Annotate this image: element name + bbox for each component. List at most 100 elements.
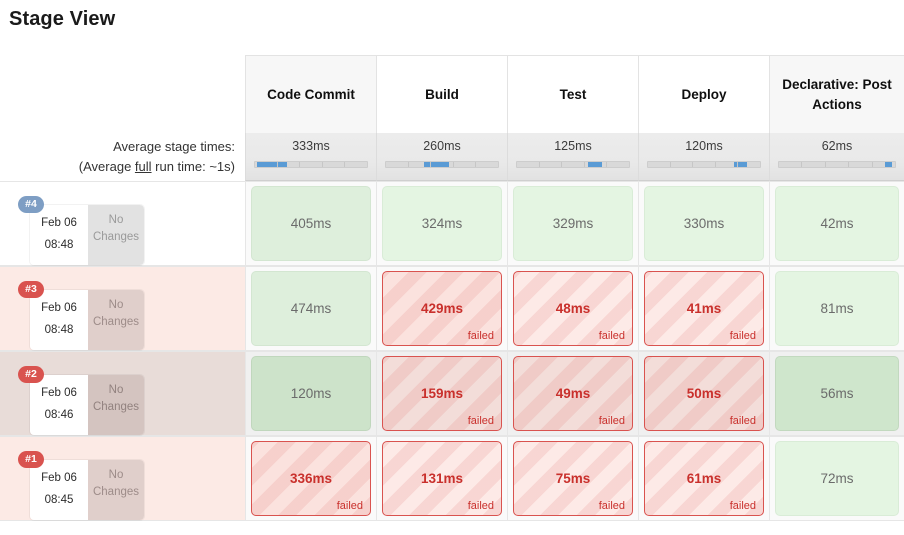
stage-cell[interactable]: 330ms: [638, 181, 769, 266]
average-bar-ticks: [648, 162, 760, 167]
stage-cell[interactable]: 405ms: [245, 181, 376, 266]
stage-cell-body[interactable]: 474ms: [251, 271, 371, 346]
average-bar-ticks: [255, 162, 367, 167]
stage-status-label: failed: [729, 500, 756, 512]
stage-duration: 42ms: [820, 216, 854, 231]
stage-header-build[interactable]: Build: [376, 55, 507, 133]
bar-tick: [648, 162, 671, 167]
stage-header-test[interactable]: Test: [507, 55, 638, 133]
stage-cell-body[interactable]: 81ms: [775, 271, 899, 346]
stage-duration: 75ms: [555, 471, 591, 486]
stage-cell[interactable]: 42ms: [769, 181, 904, 266]
average-bar-fill: [884, 162, 892, 167]
run-number-badge[interactable]: #1: [18, 451, 44, 468]
average-cell-code-commit: 333ms: [245, 133, 376, 181]
run-number-badge[interactable]: #4: [18, 196, 44, 213]
stage-cell-body[interactable]: 120ms: [251, 356, 371, 431]
stage-cell-body[interactable]: 56ms: [775, 356, 899, 431]
average-time-test: 125ms: [554, 139, 592, 153]
run-changes-label[interactable]: No Changes: [88, 205, 144, 265]
bar-tick: [671, 162, 694, 167]
average-bar-code-commit: [254, 161, 368, 168]
stage-header-code-commit[interactable]: Code Commit: [245, 55, 376, 133]
run-number-badge[interactable]: #2: [18, 366, 44, 383]
stage-duration: 474ms: [290, 301, 332, 316]
stage-cell[interactable]: 81ms: [769, 266, 904, 351]
header-spacer: [0, 55, 245, 133]
stage-cell-body[interactable]: 72ms: [775, 441, 899, 516]
bar-tick: [873, 162, 895, 167]
stage-cell-body[interactable]: 330ms: [644, 186, 764, 261]
stage-duration: 41ms: [686, 301, 722, 316]
stage-cell[interactable]: 72ms: [769, 436, 904, 521]
bar-tick: [323, 162, 346, 167]
average-label-line2: (Average full run time: ~1s): [1, 157, 235, 177]
bar-tick: [345, 162, 367, 167]
stage-cell[interactable]: 120ms: [245, 351, 376, 436]
average-time-code-commit: 333ms: [292, 139, 330, 153]
stage-duration: 48ms: [555, 301, 591, 316]
stage-cell-body[interactable]: 405ms: [251, 186, 371, 261]
stage-cell[interactable]: 329ms: [507, 181, 638, 266]
stage-cell[interactable]: 56ms: [769, 351, 904, 436]
average-cell-deploy: 120ms: [638, 133, 769, 181]
stage-header-deploy[interactable]: Deploy: [638, 55, 769, 133]
stage-cell[interactable]: 474ms: [245, 266, 376, 351]
stage-header-row: Code Commit Build Test Deploy Declarativ…: [0, 55, 904, 133]
bar-tick: [386, 162, 409, 167]
stage-duration: 81ms: [820, 301, 854, 316]
stage-cell-body[interactable]: 42ms: [775, 186, 899, 261]
stage-cell[interactable]: 324ms: [376, 181, 507, 266]
average-bar-post-actions: [778, 161, 896, 168]
run-changes-label[interactable]: No Changes: [88, 375, 144, 435]
average-bar-fill: [424, 162, 449, 167]
run-changes-label[interactable]: No Changes: [88, 460, 144, 520]
stage-status-label: failed: [467, 330, 494, 342]
bar-tick: [607, 162, 629, 167]
average-label-line1: Average stage times:: [113, 138, 235, 154]
stage-header-post-actions[interactable]: Declarative: Post Actions: [769, 55, 904, 133]
run-changes-label[interactable]: No Changes: [88, 290, 144, 350]
average-cell-post-actions: 62ms: [769, 133, 904, 181]
average-row: Average stage times: (Average full run t…: [0, 133, 904, 181]
stage-cell-body[interactable]: 329ms: [513, 186, 633, 261]
stage-cell-body[interactable]: 324ms: [382, 186, 502, 261]
run-time: 08:48: [44, 239, 74, 252]
run-number-badge[interactable]: #3: [18, 281, 44, 298]
average-bar-build: [385, 161, 499, 168]
stage-status-label: failed: [598, 415, 625, 427]
